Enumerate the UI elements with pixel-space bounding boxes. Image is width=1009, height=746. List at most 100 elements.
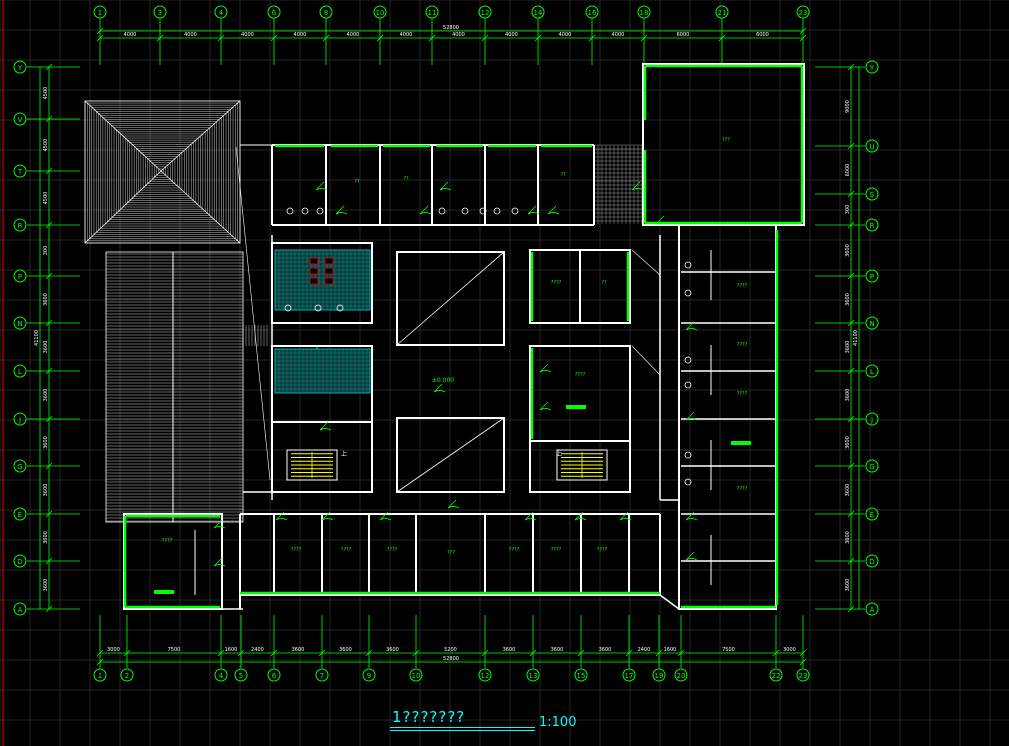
axis-bubble-left-label: A — [18, 606, 23, 614]
axis-bubble-right — [865, 554, 879, 568]
fixture — [684, 289, 692, 297]
fixture — [684, 451, 692, 459]
door-swing — [321, 511, 334, 521]
axis-bubble-right — [865, 364, 879, 378]
axis-bubble-right — [865, 459, 879, 473]
door-swing — [275, 511, 288, 521]
door-swing — [685, 411, 698, 421]
toilet-stall — [324, 257, 334, 265]
bottom-dim-label: 1600 — [664, 647, 677, 653]
axis-bubble-top — [153, 5, 167, 19]
door-swing — [447, 499, 460, 509]
axis-bubble-bottom-label: 13 — [529, 672, 538, 680]
axis-bubble-left-label: J — [18, 416, 21, 424]
door-swing — [419, 205, 432, 215]
axis-bubble-top — [267, 5, 281, 19]
stair-block-left — [271, 421, 373, 493]
axis-bubble-left-label: N — [17, 320, 22, 328]
axis-bubble-right-label: R — [870, 222, 875, 230]
axis-bubble-left-label: D — [17, 558, 22, 566]
axis-bubble-right-label: S — [870, 191, 875, 199]
toilet-tiles-upper — [274, 249, 371, 311]
axis-bubble-top — [214, 5, 228, 19]
stair-up-label-left: 上 — [341, 450, 347, 458]
axis-bubble-top-label: 18 — [640, 9, 649, 17]
axis-bubble-top — [796, 5, 810, 19]
room-label-mid-room-1: ???? — [551, 280, 562, 286]
axis-bubble-top — [319, 5, 333, 19]
top-dim-label: 4000 — [400, 32, 413, 38]
toilet-stall — [309, 267, 319, 275]
axis-bubble-bottom-label: 23 — [799, 672, 808, 680]
drawing-title-underline-2 — [390, 730, 535, 731]
axis-bubble-right-label: L — [870, 368, 874, 376]
left-dim-label: 4500 — [43, 192, 49, 205]
room-label-mid-room-2: ?? — [601, 280, 607, 286]
axis-bubble-left — [13, 554, 27, 568]
axis-bubble-right-label: D — [869, 558, 874, 566]
room-label-office-c: ?? — [560, 172, 566, 178]
axis-bubble-top — [478, 5, 492, 19]
left-dim-label: 3600 — [43, 436, 49, 449]
fixture — [301, 207, 309, 215]
stair-block-right — [529, 440, 631, 493]
walls — [123, 63, 805, 610]
door-swing — [379, 511, 392, 521]
room-label-top-right-hall: ??? — [722, 137, 730, 143]
fixture — [316, 207, 324, 215]
room-label-right-room-4: ???? — [737, 486, 748, 492]
left-dim-label: 4500 — [43, 139, 49, 152]
axis-bubble-left — [13, 364, 27, 378]
axis-bubble-right — [865, 187, 879, 201]
fixture — [684, 356, 692, 364]
stair-left — [286, 449, 338, 481]
fixture — [438, 207, 446, 215]
axis-bubble-left-label: T — [17, 168, 23, 176]
door-swing — [539, 401, 552, 411]
room-label-bottom-room-3: ???? — [387, 547, 398, 553]
windows — [123, 64, 804, 609]
bottom-dim-label: 5200 — [444, 647, 457, 653]
right-overall-label: 41100 — [853, 330, 859, 346]
axis-bubble-left — [13, 602, 27, 616]
fixture — [684, 261, 692, 269]
toilet-stall — [324, 267, 334, 275]
axis-bubble-left-label: E — [18, 511, 22, 519]
room-label-bottom-room-4: ??? — [447, 550, 455, 556]
right-dim-label: 3600 — [845, 293, 851, 306]
right-dim-label: 3600 — [845, 244, 851, 257]
axis-bubble-top-label: 4 — [219, 9, 224, 17]
axis-bubble-left — [13, 412, 27, 426]
axis-bubble-bottom — [478, 668, 492, 682]
axis-bubble-bottom-label: 20 — [677, 672, 686, 680]
axis-bubble-bottom-label: 4 — [219, 672, 224, 680]
top-dim-label: 4000 — [559, 32, 572, 38]
axis-bubble-top — [715, 5, 729, 19]
axis-bubble-bottom-label: 5 — [239, 672, 243, 680]
door-swing — [315, 181, 328, 191]
axis-bubble-right — [865, 218, 879, 232]
axis-bubble-top — [93, 5, 107, 19]
left-dim-label: 3600 — [43, 531, 49, 544]
right-dim-label: 3600 — [845, 579, 851, 592]
bench-mark-3 — [731, 441, 751, 445]
axis-bubble-left-label: V — [18, 116, 23, 124]
axis-bubble-bottom-label: 17 — [625, 672, 634, 680]
toilet-stall — [324, 277, 334, 285]
axis-bubble-bottom-label: 19 — [655, 672, 664, 680]
axis-bubble-top-label: 3 — [158, 9, 162, 17]
door-swing — [539, 363, 552, 373]
wall-segment — [659, 594, 680, 610]
fixture — [314, 304, 322, 312]
axis-bubble-bottom-label: 10 — [412, 672, 421, 680]
axis-bubble-bottom — [234, 668, 248, 682]
top-dim-label: 4000 — [452, 32, 465, 38]
door-swing — [547, 205, 560, 215]
axis-bubble-left — [13, 507, 27, 521]
wall-segment — [396, 251, 505, 346]
left-dim-label: 300 — [43, 246, 49, 256]
door-swing — [527, 205, 540, 215]
stair-right — [556, 449, 608, 481]
